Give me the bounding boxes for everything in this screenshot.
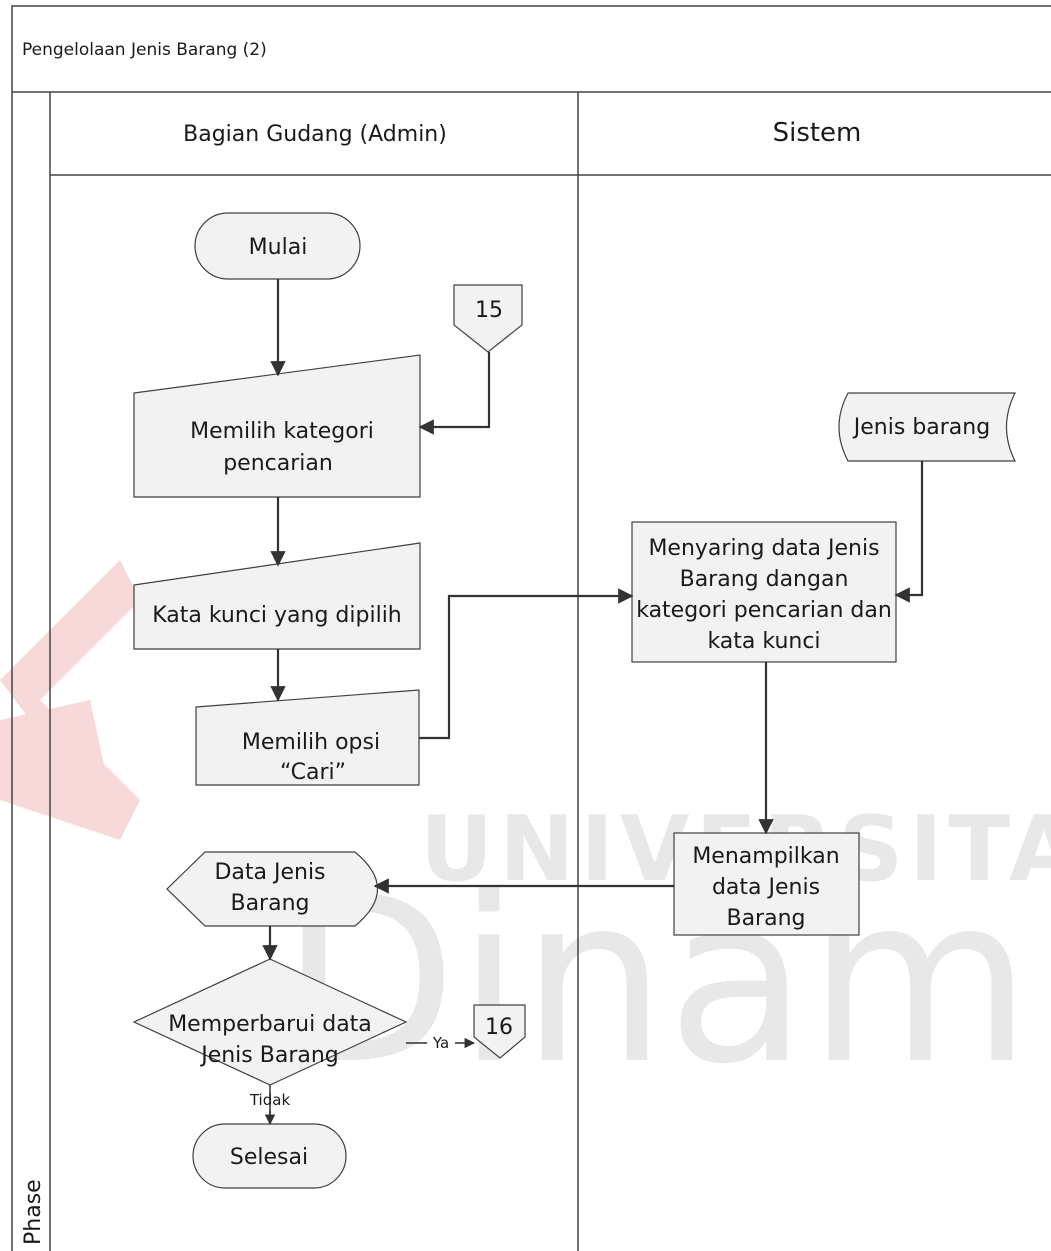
phase-label: Phase bbox=[21, 1179, 46, 1245]
process-filter bbox=[631, 521, 897, 663]
manual-input-kategori bbox=[133, 354, 421, 498]
pool-frame bbox=[11, 5, 1051, 1251]
filter-label-line3: kategori pencarian dan bbox=[636, 598, 892, 623]
offpage-connector-16 bbox=[473, 1004, 526, 1059]
watermark: UNIVERSITAS Dinamika bbox=[0, 560, 1051, 1115]
display-output-data bbox=[166, 851, 378, 927]
opsi-cari-label-line2: “Cari” bbox=[280, 760, 346, 785]
stored-data-jenis-barang bbox=[838, 392, 1016, 462]
filter-label-line1: Menyaring data Jenis bbox=[648, 536, 879, 561]
edge-db-to-filter bbox=[894, 461, 924, 603]
watermark-line2: Dinamika bbox=[280, 848, 1051, 1115]
display-label-line2: data Jenis bbox=[712, 875, 820, 900]
database-label: Jenis barang bbox=[852, 415, 990, 440]
decision-label-line1: Memperbarui data bbox=[168, 1012, 372, 1037]
opsi-cari-label-line1: Memilih opsi bbox=[242, 730, 380, 755]
output-label-line2: Barang bbox=[230, 891, 309, 916]
filter-label-line4: kata kunci bbox=[707, 629, 820, 654]
kategori-label-line1: Memilih kategori bbox=[190, 419, 374, 444]
output-label-line1: Data Jenis bbox=[214, 860, 325, 885]
edge-no-label: Tidak bbox=[249, 1091, 291, 1109]
lane-header-sistem: Sistem bbox=[773, 118, 862, 148]
start-label: Mulai bbox=[249, 235, 308, 260]
display-label-line3: Barang bbox=[726, 906, 805, 931]
connector-15-label: 15 bbox=[475, 298, 503, 323]
manual-input-kata-kunci bbox=[133, 542, 421, 650]
display-label-line1: Menampilkan bbox=[692, 844, 839, 869]
decision-label-line2: Jenis Barang bbox=[199, 1043, 339, 1068]
process-display bbox=[673, 832, 860, 936]
kata-kunci-label: Kata kunci yang dipilih bbox=[152, 603, 402, 628]
connector-16-label: 16 bbox=[485, 1015, 513, 1040]
edge-yes-label: Ya bbox=[432, 1034, 449, 1052]
edge-15-to-kategori bbox=[418, 352, 491, 435]
lane-header-admin: Bagian Gudang (Admin) bbox=[183, 122, 447, 147]
manual-input-opsi-cari bbox=[195, 689, 420, 786]
edge-opsi-to-filter bbox=[419, 588, 634, 740]
filter-label-line2: Barang dangan bbox=[680, 567, 849, 592]
pool-title: Pengelolaan Jenis Barang (2) bbox=[22, 40, 267, 60]
end-label: Selesai bbox=[230, 1145, 308, 1170]
kategori-label-line2: pencarian bbox=[223, 451, 333, 476]
offpage-connector-15 bbox=[453, 284, 523, 353]
